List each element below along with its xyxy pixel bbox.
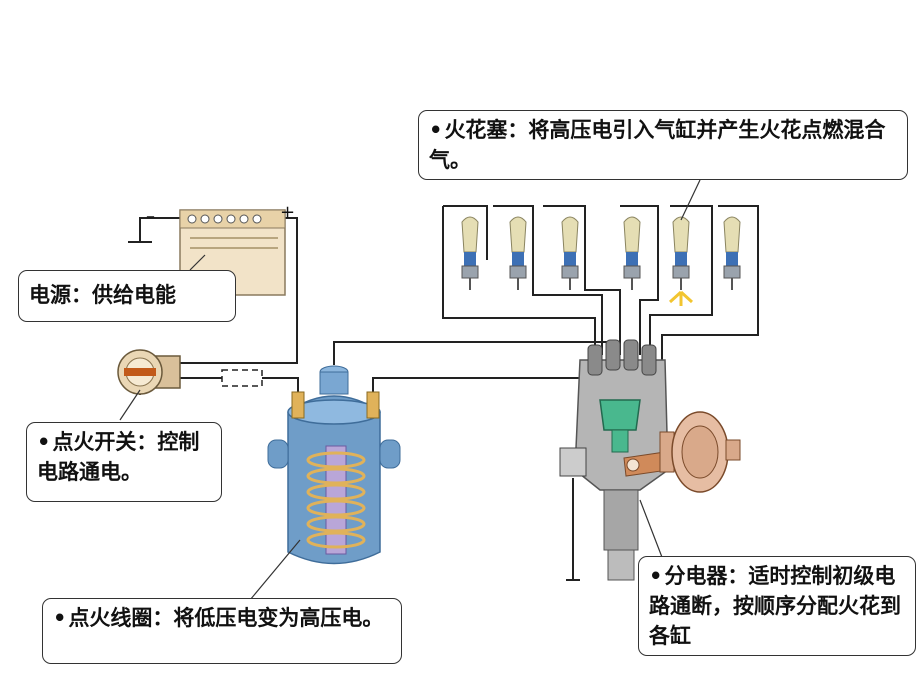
ignition-coil <box>267 365 401 565</box>
spark-plug-4 <box>623 216 641 290</box>
spark-plug-callout-bullet: • <box>429 118 443 142</box>
coil-callout-bullet: • <box>53 606 67 630</box>
spark-plug-2 <box>509 216 527 290</box>
primary-winding <box>306 451 366 549</box>
distributor-callout: •分电器：适时控制初级电路通断，按顺序分配火花到各缸 <box>638 556 916 656</box>
coil-callout: •点火线圈：将低压电变为高压电。 <box>42 598 402 664</box>
switch-callout: •点火开关：控制电路通电。 <box>26 422 222 502</box>
spark-flash <box>668 290 694 306</box>
battery-cells <box>187 214 262 224</box>
spark-plug-callout: •火花塞：将高压电引入气缸并产生火花点燃混合气。 <box>418 110 908 180</box>
spark-plug-callout-text: 火花塞：将高压电引入气缸并产生火花点燃混合气。 <box>429 118 886 172</box>
spark-plug-6 <box>723 216 741 290</box>
switch-callout-text: 点火开关：控制电路通电。 <box>37 430 200 484</box>
spark-plug-3 <box>561 216 579 290</box>
spark-plugs <box>461 216 741 306</box>
vacuum-advance <box>659 411 741 493</box>
ballast-resistor <box>221 369 263 387</box>
spark-plug-5 <box>672 216 690 290</box>
distributor <box>559 339 741 581</box>
distributor-callout-bullet: • <box>649 564 663 588</box>
wiring <box>128 205 759 581</box>
switch-callout-bullet: • <box>37 430 51 454</box>
coil-callout-text: 点火线圈：将低压电变为高压电。 <box>68 606 384 630</box>
battery-plus-label: + <box>280 202 295 223</box>
ignition-switch <box>117 349 181 395</box>
distributor-cap-towers <box>587 339 657 376</box>
spark-plug-1 <box>461 216 479 290</box>
power-callout: 电源：供给电能 <box>18 270 236 322</box>
distributor-callout-text: 分电器：适时控制初级电路通断，按顺序分配火花到各缸 <box>649 564 901 648</box>
leader-lines <box>119 179 701 601</box>
battery-minus-label: – <box>146 206 155 227</box>
power-callout-text: 电源：供给电能 <box>29 283 176 307</box>
